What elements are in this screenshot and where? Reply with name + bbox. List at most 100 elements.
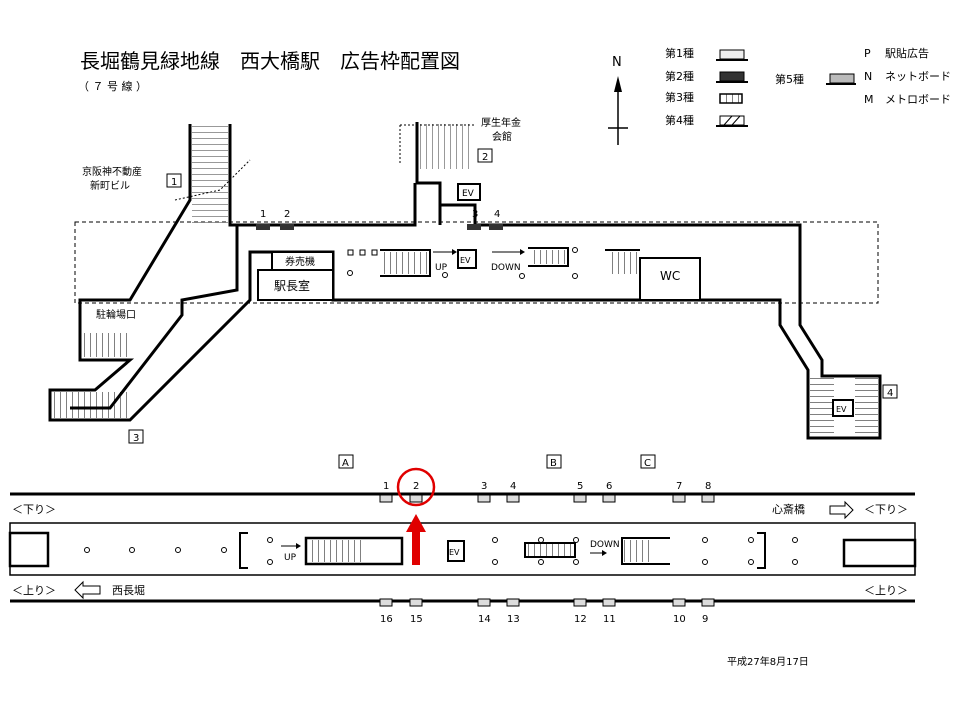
platform-ad-slot [701, 598, 715, 607]
elevator-north [457, 183, 481, 201]
platform-ad-slot [506, 494, 520, 503]
section-a-label: A [342, 458, 349, 469]
exit-2-number: 2 [482, 152, 488, 163]
legend-type5: 第5種 [775, 72, 804, 86]
platform-ad-number: 7 [676, 481, 682, 492]
type4-icon [716, 115, 748, 127]
direction-up-right: ＜上り＞ [864, 584, 908, 597]
section-a-box [338, 454, 354, 469]
platform-ad-number: 11 [603, 614, 616, 625]
platform-ad-slot [506, 598, 520, 607]
platform-ad-slot [573, 494, 587, 503]
legend-n-key: N [864, 70, 872, 83]
page-title: 長堀鶴見緑地線 西大橋駅 広告枠配置図 [80, 49, 460, 73]
platform-ad-slot [602, 598, 616, 607]
exit-3-number: 3 [133, 433, 139, 444]
section-c-label: C [644, 458, 651, 469]
ticket-machine-label: 券売機 [285, 255, 315, 268]
highlight-arrow-icon [406, 514, 426, 565]
legend-n-label: ネットボード [885, 70, 951, 83]
elevator-exit4-label: EV [836, 405, 847, 414]
concourse-map: 京阪神不動産 新町ビル 1 厚生年金 会館 2 EV 1 2 3 4 券売機 駅… [48, 116, 898, 444]
arrow-right-icon [829, 500, 854, 520]
bicycle-exit-label: 駐輪場口 [96, 308, 136, 321]
elevator-platform [447, 540, 465, 562]
platform-ad-number: 2 [413, 481, 419, 492]
platform-ad-slot [477, 598, 491, 607]
platform-ad-number: 6 [606, 481, 612, 492]
exit-3-box [128, 429, 144, 444]
concourse-ad-1: 1 [260, 209, 266, 220]
exit-1-box [166, 173, 182, 188]
concourse-ad-4: 4 [494, 209, 500, 220]
type2-icon [716, 71, 748, 83]
platform-ad-number: 9 [702, 614, 708, 625]
elevator-platform-label: EV [449, 548, 460, 557]
direction-up-left: ＜上り＞ [12, 584, 56, 597]
platform-ad-number: 16 [380, 614, 393, 625]
platform-ad-slot [409, 598, 423, 607]
platform-ad-slot [573, 598, 587, 607]
elevator-exit4 [832, 399, 854, 417]
exit-4-box [882, 384, 898, 399]
type5-icon [826, 73, 856, 85]
platform-ad-number: 5 [577, 481, 583, 492]
direction-down-left: ＜下り＞ [12, 503, 56, 516]
north-arrow-icon: N [608, 55, 628, 145]
concourse-ad-2: 2 [284, 209, 290, 220]
legend-type2: 第2種 [665, 69, 694, 83]
restroom [639, 257, 701, 301]
legend-type1: 第1種 [665, 46, 694, 60]
building2-label: 厚生年金 [481, 116, 521, 129]
building1-label: 京阪神不動産 [82, 165, 142, 178]
elevator-concourse [457, 249, 477, 269]
restroom-label: WC [660, 269, 680, 283]
elevator-north-label: EV [462, 189, 475, 199]
type1-icon [716, 49, 748, 61]
exit-4-number: 4 [887, 388, 893, 399]
platform-ad-slot [701, 494, 715, 503]
elevator-concourse-label: EV [460, 256, 471, 265]
building1-label-2: 新町ビル [90, 179, 130, 192]
platform-ad-number: 12 [574, 614, 587, 625]
platform-ad-slot [379, 494, 393, 503]
platform-ad-slot [672, 598, 686, 607]
platform-ad-number: 10 [673, 614, 686, 625]
legend-p-key: P [864, 47, 871, 60]
concourse-down-label: DOWN [491, 263, 521, 273]
platform-ad-number: 3 [481, 481, 487, 492]
platform-ad-number: 1 [383, 481, 389, 492]
platform-up-label: UP [284, 553, 297, 563]
highlight-circle [396, 467, 436, 507]
legend-m-label: メトロボード [885, 93, 951, 106]
concourse-up-label: UP [435, 263, 448, 273]
platform-ad-number: 8 [705, 481, 711, 492]
station-office-label: 駅長室 [274, 278, 310, 293]
exit-1-number: 1 [171, 177, 177, 188]
station-office [257, 269, 334, 301]
platform-ad-slot [409, 494, 423, 503]
platform-ad-slot [379, 598, 393, 607]
platform-ad-slot [672, 494, 686, 503]
legend-type3: 第3種 [665, 90, 694, 104]
legend-p-label: 駅貼広告 [885, 46, 929, 60]
platform-ad-number: 4 [510, 481, 516, 492]
arrow-left-icon [74, 580, 101, 600]
concourse-ad-3: 3 [472, 209, 478, 220]
destination-shinsaibashi: 心斎橋 [772, 502, 805, 516]
exit-2-box [477, 148, 493, 163]
section-b-label: B [550, 458, 557, 469]
section-c-box [640, 454, 656, 469]
section-b-box [546, 454, 562, 469]
destination-nishinagahori: 西長堀 [112, 584, 145, 597]
north-label: N [612, 55, 622, 70]
type3-icon [719, 93, 743, 104]
line-subtitle: （ ７ 号 線 ） [78, 79, 147, 93]
platform-ad-number: 14 [478, 614, 491, 625]
platform-ad-slot [477, 494, 491, 503]
concourse-ads: 1 2 3 4 [256, 209, 503, 230]
building2-label-2: 会館 [492, 130, 512, 143]
